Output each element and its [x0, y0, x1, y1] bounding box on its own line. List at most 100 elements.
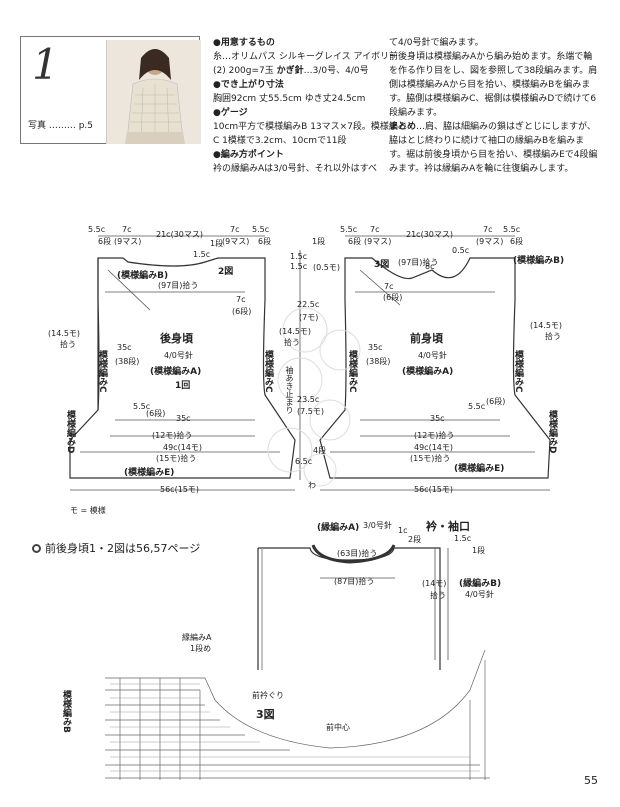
front-total-width: 56c(15モ) [414, 485, 453, 494]
neck-edge-thick [311, 544, 396, 564]
back-side-pick: 拾う [60, 340, 76, 349]
fig3-neckline: 前衿ぐり [252, 691, 284, 700]
back-pattern-d: 模様編みD [65, 410, 75, 454]
back-armhole-7c-sub: (6段) [232, 307, 252, 316]
fig3-title: 3図 [256, 708, 275, 721]
back-body-needle: 4/0号針 [164, 351, 193, 360]
neck-diagram-outline [257, 547, 441, 670]
matome-text: …肩、脇は細編みの鎖はぎとじにしますが、脇はとじ終わりに続けて袖口の縁編みBを編… [389, 122, 598, 174]
back-pattern-b: (模様編みB) [117, 271, 169, 281]
mid-05mo: (0.5モ) [313, 263, 340, 272]
mid-235c: 23.5c [297, 395, 320, 404]
mid-145mo: (14.5モ) [279, 327, 312, 336]
front-shoulder-right: 5.5c [503, 225, 521, 234]
cuff-14mo: (14モ) [422, 579, 447, 588]
front-body-title: 前身頃 [410, 332, 443, 345]
mid-75mo: (7.5モ) [297, 407, 324, 416]
mid-7mo: (7モ) [299, 313, 319, 322]
front-body-outline [319, 257, 551, 479]
front-side-mo145: (14.5モ) [530, 321, 563, 330]
front-body-needle: 4/0号針 [418, 351, 447, 360]
neck-title: 衿・袖口 [426, 520, 470, 533]
mid-65c: 6.5c [295, 457, 313, 466]
materials-section: ●用意するもの 糸…オリムパス シルキーグレイス アイボリー(2) 200g=7… [213, 36, 408, 176]
finished-size-text: 胸囲92cm 丈55.5cm ゆき丈24.5cm [213, 94, 366, 104]
model-photo-illustration [107, 40, 201, 144]
guide-lines [70, 235, 550, 491]
back-body-outline [69, 257, 296, 479]
front-bottom-6dan: (6段) [486, 397, 506, 406]
fig3-edge-a: 縁編みA [182, 633, 212, 642]
neck-edge-a: (縁編みA) [317, 523, 360, 533]
pattern-number: 1 [32, 40, 59, 89]
instruction-p3: まとめ…肩、脇は細編みの鎖はぎとじにしますが、脇はとじ終わりに続けて袖口の縁編み… [389, 120, 599, 176]
neck-pick87: (87目)拾う [334, 577, 375, 586]
fig3-start: 1段め [190, 644, 212, 653]
back-total-width: 56c(15モ) [160, 485, 199, 494]
mid-225c: 22.5c [297, 300, 320, 309]
matome-label: まとめ [389, 122, 417, 132]
back-body-pattern: (模様編みA) [150, 367, 202, 377]
back-width-35c: 35c [176, 414, 191, 423]
back-shoulder-right-7c-sub: (9マス) [222, 237, 250, 246]
cuff-pick: 拾う [430, 591, 446, 600]
back-neck-depth: 1.5c [193, 250, 211, 259]
back-fig2: 2図 [218, 267, 234, 277]
front-left-pattern-c: 模様編みC [347, 350, 357, 393]
mid-sleeve-stop: 袖あき止まり [285, 366, 294, 414]
needle-spec: …3/0号、4/0号 [303, 66, 369, 76]
front-neck-width: 21c(30マス) [406, 230, 453, 239]
mid-pick: 拾う [284, 338, 300, 347]
front-armhole-7c: 7c [384, 282, 394, 291]
materials-heading: ●用意するもの [213, 38, 275, 48]
front-shoulder-left: 5.5c [340, 225, 358, 234]
back-body-title: 後身頃 [160, 332, 193, 345]
mid-15c-b: 1.5c [290, 262, 308, 271]
points-heading: ●編み方ポイント [213, 150, 284, 160]
back-right-pattern-c: 模様編みC [263, 350, 273, 393]
front-width-35c: 35c [430, 414, 445, 423]
front-shoulder-left-rows: 6段 [348, 237, 362, 246]
back-height-38dan: (38段) [115, 357, 140, 366]
gauge-text: 10cm平方で模様編みB 13マス×7段。模様編みC 1模様で3.2cm、10c… [213, 122, 407, 146]
back-shoulder-right: 5.5c [252, 225, 270, 234]
front-pattern-e: (模様編みE) [454, 464, 505, 474]
fig3-center: 前中心 [326, 723, 350, 732]
front-right-pattern-c: 模様編みC [513, 350, 523, 393]
mid-15c-a: 1.5c [290, 252, 308, 261]
bullet-icon [32, 544, 41, 553]
instruction-p2: 前後身頃は模様編みAから編み始めます。糸端で輪を作る作り目をし、図を参照して38… [389, 52, 598, 118]
front-05c: 0.5c [452, 246, 470, 255]
front-height-35c: 35c [368, 343, 383, 352]
fig3-chart-stitches [110, 683, 480, 772]
neck-pick63: (63目)拾う [337, 549, 378, 558]
front-body-pattern: (模様編みA) [402, 367, 454, 377]
photo-reference: 写真 ……… p.5 [28, 121, 94, 131]
cuff-needle-b: 4/0号針 [465, 590, 494, 599]
neck-needle-a: 3/0号針 [363, 521, 392, 530]
cuff-15c-rows: 1段 [472, 546, 486, 555]
page-reference-text: 前後身頃1・2図は56,57ページ [45, 542, 201, 555]
back-left-pattern-c: 模様編みC [97, 350, 107, 393]
front-pick15: (15モ)拾う [410, 454, 451, 463]
back-side-mo145: (14.5モ) [48, 329, 81, 338]
neck-1c: 1c [398, 526, 408, 535]
back-body-count: 1回 [175, 381, 191, 391]
back-width-49c: 49c(14モ) [163, 443, 202, 452]
instructions-section: て4/0号針で編みます。 前後身頃は模様編みAから編み始めます。糸端で輪を作る作… [389, 36, 599, 176]
page-number: 55 [584, 774, 598, 787]
neck-guides [320, 548, 449, 660]
front-pick97: (97目)拾う [398, 258, 439, 267]
front-shoulder-right-7c: 7c [483, 225, 493, 234]
points-text: 衿の縁編みAは3/0号針、それ以外はすべ [213, 164, 378, 174]
page-reference: 前後身頃1・2図は56,57ページ [32, 540, 200, 556]
abbrev-note: モ = 模様 [70, 506, 106, 515]
mid-wa: わ [308, 481, 316, 490]
back-neck-width: 21c(30マス) [156, 230, 203, 239]
front-8c: 8c [425, 262, 435, 271]
mid-4dan: 4段 [313, 446, 327, 455]
back-bottom-6dan: (6段) [146, 409, 166, 418]
front-shoulder-right-rows: 6段 [510, 237, 524, 246]
back-pick12: (12モ)拾う [152, 431, 193, 440]
